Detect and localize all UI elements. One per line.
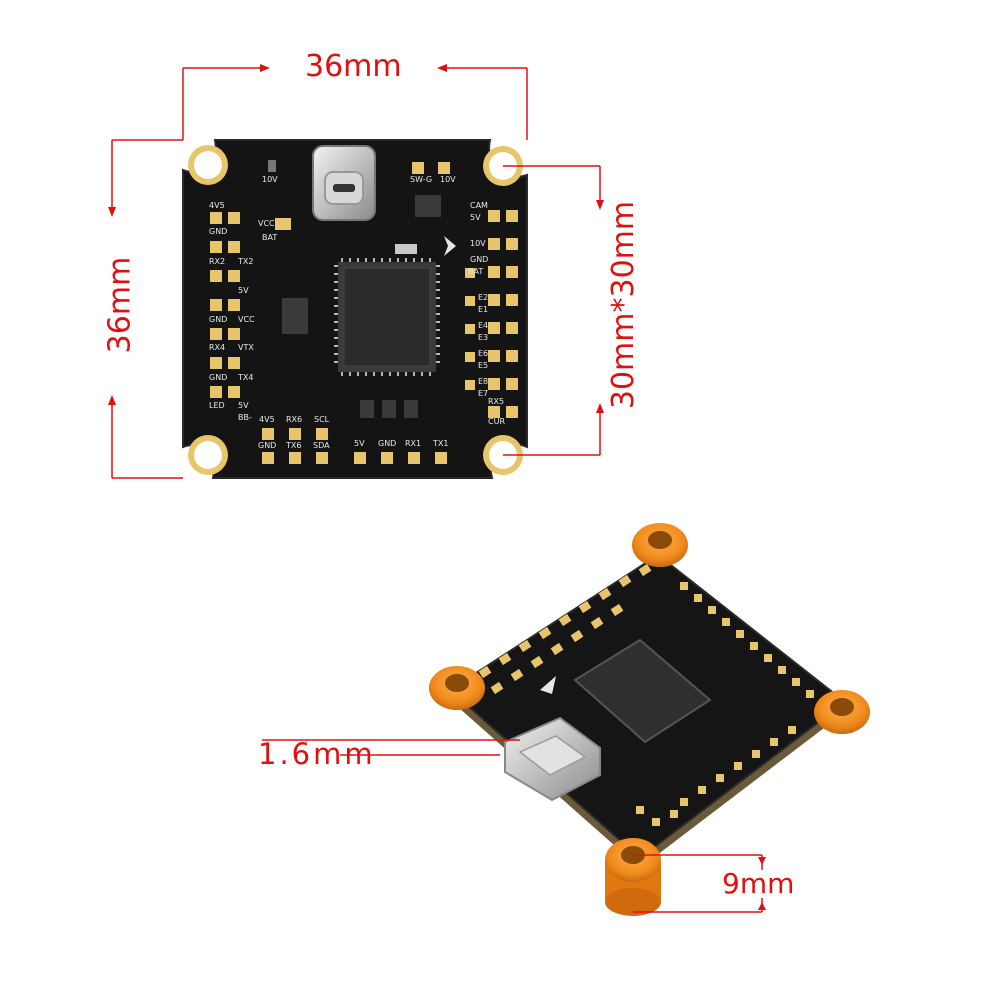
left-pads — [210, 212, 240, 398]
bottom-pads — [262, 428, 447, 464]
silk-top-2: SW-G — [410, 175, 432, 184]
silk-bottom-0: 4V5 — [259, 415, 275, 424]
silk-right-0: CAM — [470, 201, 488, 210]
silk-bottom-7: GND — [378, 439, 396, 448]
usb-c-connector — [312, 145, 376, 221]
dimension-lines-top-view — [108, 64, 604, 479]
silk-right-10: E5 — [478, 361, 488, 370]
silk-left-9: TX4 — [237, 373, 253, 382]
silk-top-1: 10V — [440, 175, 456, 184]
silk-right-7: E4 — [478, 321, 488, 330]
fc-board-top-view — [182, 139, 528, 479]
dim-top-width-label: 36mm — [305, 49, 402, 84]
silk-right-4: BAT — [468, 267, 483, 276]
dim-left-height-label: 36mm — [102, 256, 138, 354]
silk-left-7: VTX — [238, 343, 254, 352]
standoff-bottom — [605, 838, 661, 916]
standoff-left — [429, 666, 485, 710]
silk-right-1: 5V — [470, 213, 481, 222]
usb-c-connector-angled — [504, 716, 601, 802]
silk-right-6: E1 — [478, 305, 488, 314]
silk-left-2: RX2 — [209, 257, 225, 266]
silk-top-left-1: BAT — [262, 233, 277, 242]
silk-left-11: 5V — [238, 401, 249, 410]
silk-left-0: 4V5 — [209, 201, 225, 210]
standoff-right — [814, 690, 870, 734]
dimension-lines-angled-view — [262, 739, 766, 913]
silk-left-4: 5V — [238, 286, 249, 295]
smd-components — [268, 160, 441, 418]
silk-bottom-9: TX1 — [432, 439, 448, 448]
dim-thickness-label: 1.6mm — [258, 737, 376, 771]
standoff-top — [632, 523, 688, 567]
silk-right-12: E7 — [478, 389, 488, 398]
silk-bottom-5: SDA — [313, 441, 330, 450]
silk-right-9: E6 — [478, 349, 488, 358]
silkscreen-text: 4V5 GND RX2 TX2 5V GND VCC VTX RX4 TX4 G… — [209, 175, 505, 450]
top-pads — [412, 162, 450, 174]
silk-right-14: CUR — [488, 417, 505, 426]
direction-arrow-icon — [444, 236, 456, 256]
silk-left-12: LED — [209, 401, 225, 410]
silk-left-10: GND — [209, 373, 227, 382]
silk-right-2: 10V — [470, 239, 486, 248]
mount-hole-tl — [188, 145, 228, 185]
direction-arrow-angled-icon — [540, 676, 556, 694]
silk-bottom-1: GND — [258, 441, 276, 450]
silk-bottom-4: SCL — [314, 415, 330, 424]
fc-board-angled-view — [429, 523, 870, 916]
dim-mount-spacing-label: 30mm*30mm — [606, 200, 642, 410]
silk-left-3: TX2 — [237, 257, 253, 266]
mount-hole-bl — [188, 435, 228, 475]
silk-bottom-8: RX1 — [405, 439, 421, 448]
silk-left-1: GND — [209, 227, 227, 236]
mcu-chip-angled — [573, 638, 712, 744]
silk-left-6: VCC — [238, 315, 255, 324]
silk-right-8: E3 — [478, 333, 488, 342]
silk-left-5: GND — [209, 315, 227, 324]
silk-bottom-2: RX6 — [286, 415, 302, 424]
silk-bottom-3: TX6 — [285, 441, 301, 450]
silk-bottom-6: 5V — [354, 439, 365, 448]
angled-pads — [478, 563, 814, 826]
dim-standoff-height-label: 9mm — [722, 867, 795, 900]
silk-top-left-0: VCC — [258, 219, 275, 228]
silk-right-13: RX5 — [488, 397, 504, 406]
silk-right-3: GND — [470, 255, 488, 264]
right-pads — [465, 210, 518, 418]
silk-right-11: E8 — [478, 377, 488, 386]
silk-right-5: E2 — [478, 293, 488, 302]
silk-left-13: BB- — [238, 413, 252, 422]
silk-top-0: 10V — [262, 175, 278, 184]
mcu-chip — [334, 258, 440, 376]
silk-left-8: RX4 — [209, 343, 225, 352]
